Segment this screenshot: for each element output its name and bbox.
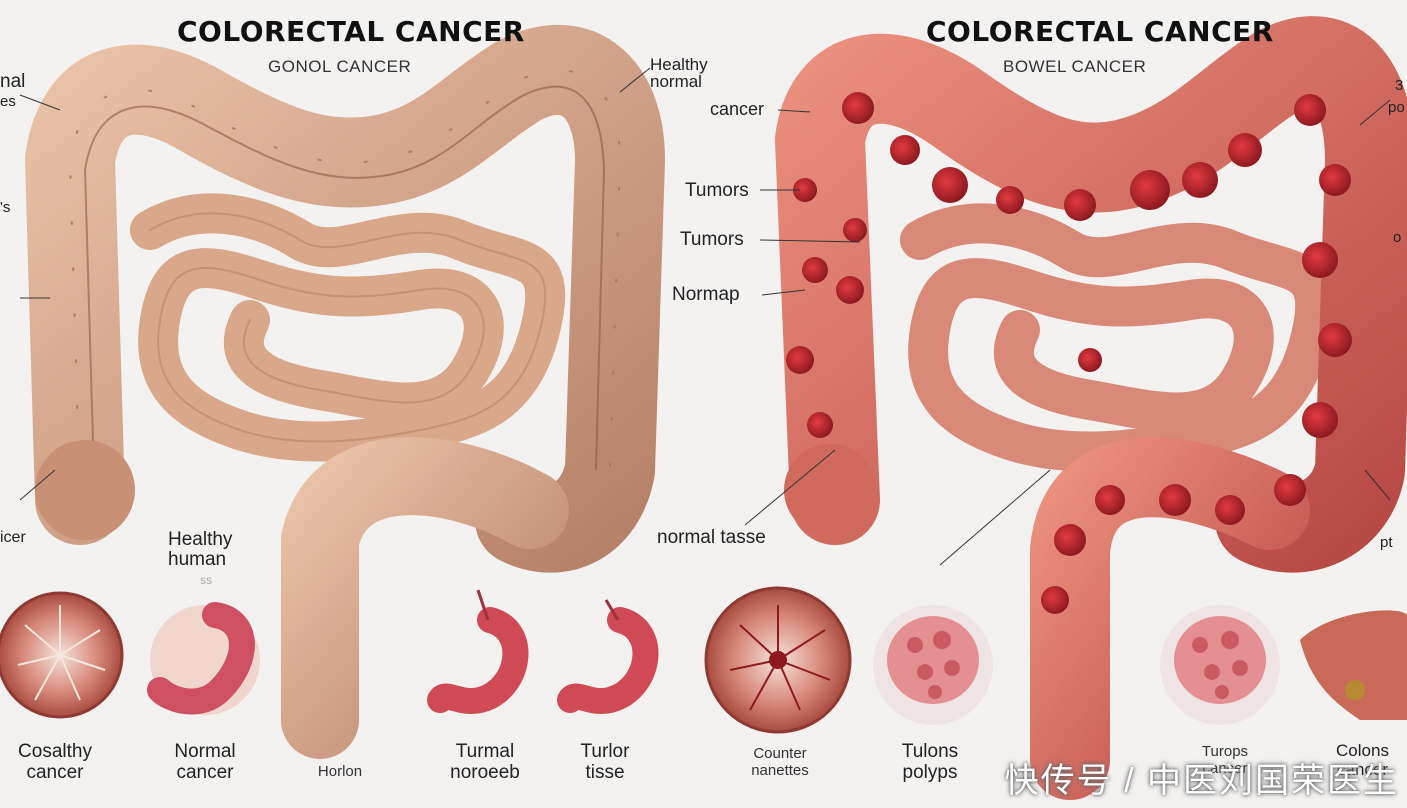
label-normal-tasse: normal tasse xyxy=(657,527,766,548)
caption-left-3: Horlon xyxy=(317,763,363,780)
right-edge-label-1: 3 xyxy=(1395,77,1404,94)
left-small-intestine xyxy=(130,193,566,462)
caption-right-4: Colons cancer xyxy=(1336,741,1389,779)
left-rectum xyxy=(281,437,569,759)
label-healthy-normal: Healthy normal xyxy=(650,55,708,91)
left-edge-label-4: icer xyxy=(0,529,26,546)
left-stomach-3 xyxy=(557,599,659,715)
right-polyp-1 xyxy=(873,605,993,725)
left-edge-label-3: 's xyxy=(0,199,11,216)
right-title: COLORECTAL CANCER xyxy=(926,15,1274,48)
left-colon xyxy=(25,25,665,759)
right-subtitle: BOWEL CANCER xyxy=(1003,57,1147,76)
label-faint: ss xyxy=(200,573,212,587)
left-colon-frame xyxy=(25,25,665,573)
right-edge-label-2: po xyxy=(1388,99,1405,116)
left-edge-label-1: nal xyxy=(0,71,26,92)
left-subtitle: GONOL CANCER xyxy=(268,57,412,76)
left-cross-section xyxy=(0,591,124,719)
right-liver xyxy=(1300,610,1407,720)
watermark-text: 快传号 / 中医刘国荣医生 xyxy=(1004,762,1399,800)
label-tumors-1: Tumors xyxy=(685,180,749,201)
right-cross-section xyxy=(704,586,852,734)
caption-right-2: Tulons polyps xyxy=(901,741,959,783)
right-colon xyxy=(775,16,1407,800)
left-stomach-1 xyxy=(147,602,260,715)
caption-left-2: Normal cancer xyxy=(174,741,236,783)
label-healthy-human: Healthy human xyxy=(168,529,233,570)
caption-right-3: Turops cancer xyxy=(1201,743,1249,777)
left-title: COLORECTAL CANCER xyxy=(177,15,525,48)
right-polyp-2 xyxy=(1160,605,1280,725)
tumor-cluster xyxy=(786,92,1352,614)
left-edge-label-2: es xyxy=(0,93,16,110)
right-colon-frame xyxy=(775,16,1407,573)
label-normap: Normap xyxy=(672,284,740,305)
right-edge-label-3: o xyxy=(1393,229,1402,246)
leader-lines xyxy=(19,67,1391,566)
right-edge-label-4: pt xyxy=(1380,534,1393,551)
caption-left-1: Cosalthy cancer xyxy=(18,741,92,783)
caption-left-5: Turlor tisse xyxy=(580,741,630,783)
left-stomach-2 xyxy=(427,589,529,715)
label-cancer: cancer xyxy=(710,99,765,119)
label-tumors-2: Tumors xyxy=(680,229,744,250)
caption-left-4: Turmal noroeeb xyxy=(450,741,520,783)
caption-right-1: Counter nanettes xyxy=(751,745,809,779)
right-small-intestine xyxy=(900,203,1336,472)
